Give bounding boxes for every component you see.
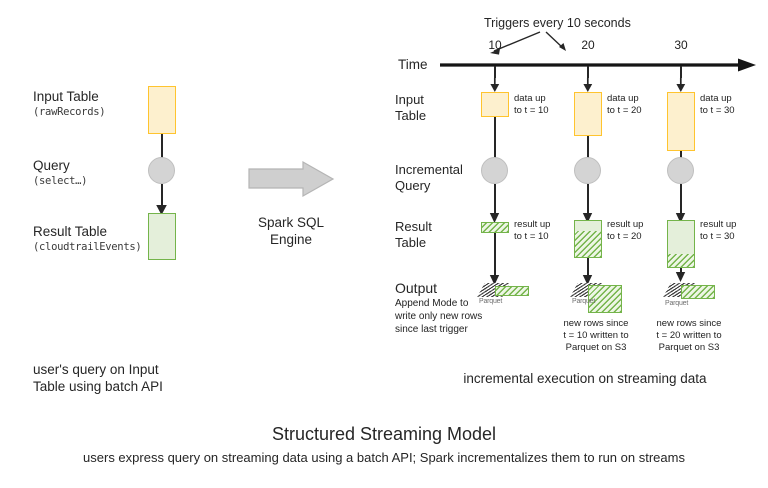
footer-title: Structured Streaming Model (271, 424, 497, 444)
col3-connector-2 (680, 184, 682, 216)
left-connector-2 (161, 184, 163, 208)
right-panel-caption: incremental execution on streaming data (463, 371, 707, 386)
row-label-result-table-line2: Table (395, 235, 427, 250)
left-result-table-box (148, 213, 176, 260)
col2-output-caption-line3: Parquet on S3 (565, 342, 627, 353)
row-label-input-table-line1: Input (395, 92, 424, 107)
tick-label-20: 20 (581, 38, 595, 52)
left-input-table-box (148, 86, 176, 134)
tick-mark-20 (587, 66, 589, 78)
footer-subtitle: users express query on streaming data us… (83, 450, 685, 465)
left-query-label: Query (33, 158, 70, 174)
col3-result-old-part (668, 221, 694, 254)
col1-result-note-line2: to t = 10 (514, 231, 549, 242)
col1-arrow-head-1-icon (489, 213, 500, 223)
col3-arrow-head-1-icon (675, 213, 686, 223)
col2-output-caption-line1: new rows since (563, 318, 629, 329)
col2-result-note-line2: to t = 20 (607, 231, 642, 242)
col1-output-block (495, 286, 529, 296)
left-result-table-sub: (cloudtrailEvents) (33, 241, 142, 253)
left-caption-line2: Table using batch API (33, 379, 163, 394)
left-caption-line1: user's query on Input (33, 362, 159, 377)
col2-connector-2 (587, 184, 589, 216)
col2-result-table-box (574, 220, 602, 258)
left-query-title: Query (33, 158, 70, 173)
col1-input-note-line2: to t = 10 (514, 105, 549, 116)
time-axis-label: Time (398, 57, 428, 72)
row-label-input-table-line2: Table (395, 108, 427, 123)
col2-connector-1 (587, 136, 589, 158)
row-label-result-table-line1: Result (395, 219, 432, 234)
col3-result-table-box (667, 220, 695, 268)
drop-arrow-30-icon (676, 78, 686, 92)
col3-connector-1 (680, 151, 682, 158)
col3-input-table-box (667, 92, 695, 151)
output-desc-line3: since last trigger (395, 324, 468, 335)
drop-arrow-20-icon (583, 78, 593, 92)
left-input-table-sub: (rawRecords) (33, 106, 106, 118)
row-label-incremental-query-line1: Incremental (395, 162, 463, 177)
col3-result-new-part (668, 254, 694, 267)
left-arrow-head-icon (156, 205, 167, 215)
col3-output-block (681, 285, 715, 299)
col3-output-caption-line3: Parquet on S3 (658, 342, 720, 353)
trigger-pointer-arrows-icon (490, 31, 566, 55)
left-result-table-label: Result Table (33, 224, 107, 240)
col1-input-table-box (481, 92, 509, 117)
trigger-note: Triggers every 10 seconds (484, 16, 631, 30)
col2-result-note-line1: result up (607, 219, 644, 230)
output-desc-line2: write only new rows (395, 311, 483, 322)
col2-input-note-line1: data up (607, 93, 639, 104)
col2-arrow-head-2-icon (582, 275, 593, 285)
col2-arrow-head-1-icon (582, 213, 593, 223)
col2-input-table-box (574, 92, 602, 136)
left-connector-1 (161, 134, 163, 158)
col2-result-old-part (575, 221, 601, 231)
col2-parquet-label: Parquet (572, 298, 596, 305)
col1-parquet-label: Parquet (479, 298, 503, 305)
drop-arrow-10-icon (490, 78, 500, 92)
output-desc-line1: Append Mode to (395, 298, 469, 309)
left-input-table-title: Input Table (33, 89, 99, 104)
col3-input-note-line1: data up (700, 93, 732, 104)
col3-arrow-head-2-icon (675, 272, 686, 282)
col2-query-circle (574, 157, 601, 184)
engine-label-line2: Engine (269, 232, 313, 247)
tick-mark-30 (680, 66, 682, 78)
left-result-table-title: Result Table (33, 224, 108, 239)
row-label-incremental-query-line2: Query (395, 178, 431, 193)
col1-result-note-line1: result up (514, 219, 551, 230)
col1-connector-3 (494, 233, 496, 278)
engine-label-line1: Spark SQL (257, 215, 325, 230)
col2-input-note-line2: to t = 20 (607, 105, 642, 116)
col3-output-caption-line2: t = 20 written to (656, 330, 722, 341)
col3-output-caption-line1: new rows since (656, 318, 722, 329)
left-input-table-label: Input Table (33, 89, 99, 105)
col1-connector-1 (494, 117, 496, 158)
left-query-sub: (select…) (33, 175, 88, 187)
tick-label-30: 30 (674, 38, 688, 52)
col3-result-note-line1: result up (700, 219, 737, 230)
tick-label-10: 10 (488, 38, 502, 52)
col1-query-circle (481, 157, 508, 184)
left-query-circle (148, 157, 175, 184)
row-label-output-title: Output (395, 280, 438, 296)
col1-connector-2 (494, 184, 496, 216)
col2-result-new-part (575, 231, 601, 257)
col2-output-caption-line2: t = 10 written to (563, 330, 629, 341)
col3-result-note-line2: to t = 30 (700, 231, 735, 242)
col1-result-table-box (481, 222, 509, 233)
time-axis-line (440, 58, 756, 72)
col3-input-note-line2: to t = 30 (700, 105, 735, 116)
col3-parquet-label: Parquet (665, 300, 689, 307)
col1-input-note-line1: data up (514, 93, 546, 104)
spark-sql-engine-arrow-icon (248, 160, 335, 198)
col2-connector-3 (587, 258, 589, 278)
tick-mark-10 (494, 66, 496, 78)
col3-query-circle (667, 157, 694, 184)
col1-arrow-head-2-icon (489, 275, 500, 285)
col2-output-block (588, 285, 622, 313)
